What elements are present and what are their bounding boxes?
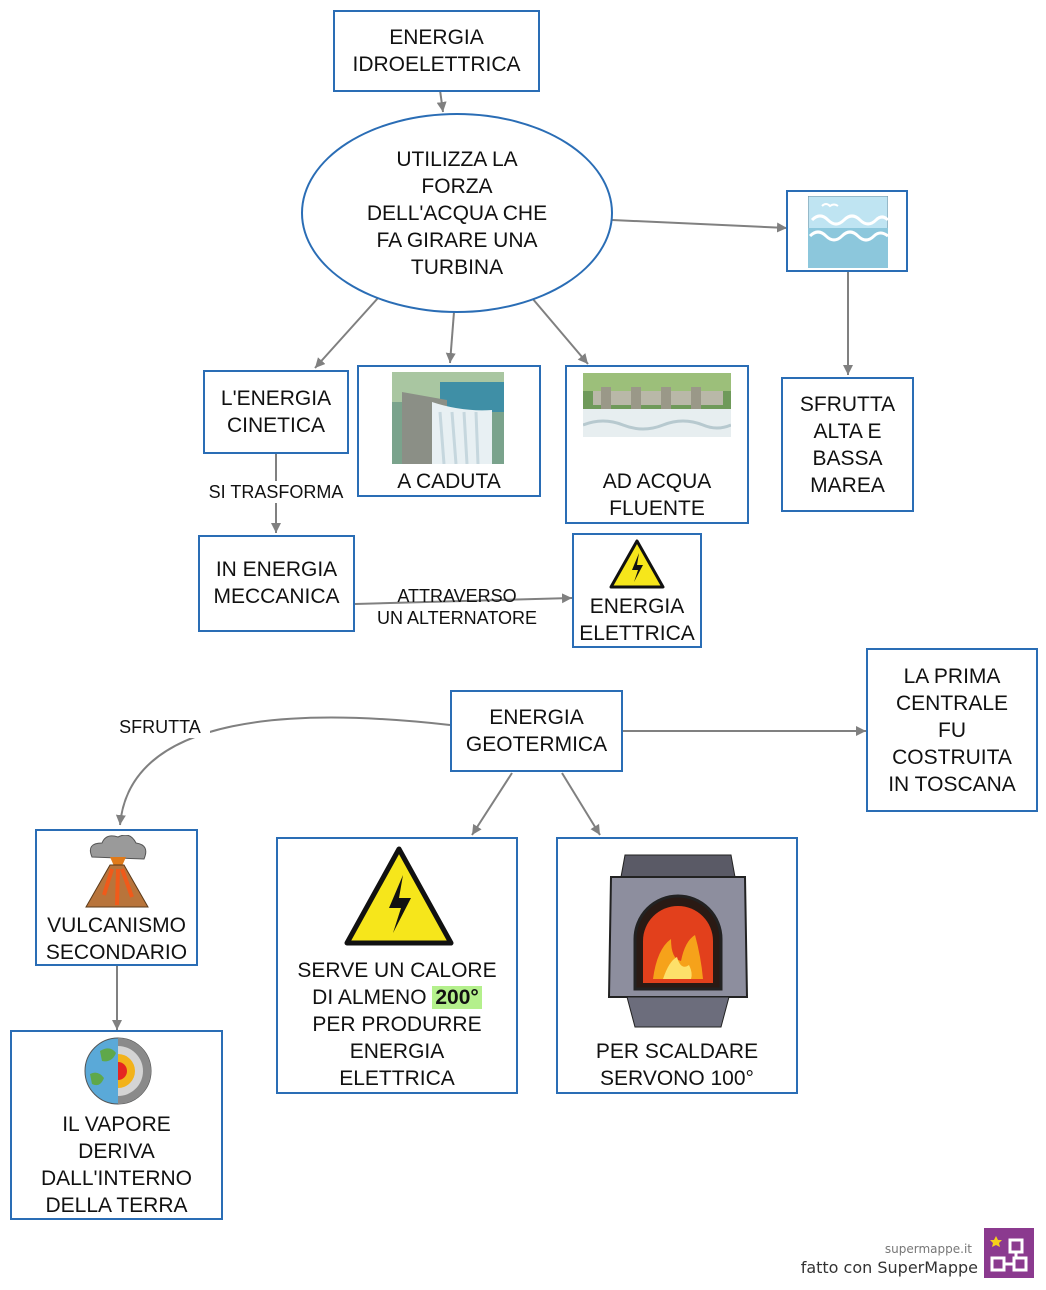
caduta-label: A CADUTA [397, 470, 501, 493]
fluente-label: AD ACQUA FLUENTE [602, 470, 712, 520]
node-sea-image [786, 190, 908, 272]
elettrica-label: ENERGIA ELETTRICA [579, 595, 695, 645]
vapore-label: IL VAPORE DERIVA DALL'INTERNO DELLA TERR… [40, 1113, 193, 1217]
edge-geo-to-heating [561, 772, 601, 836]
calore-text: SERVE UN CALORE DI ALMENO 200° PER PRODU… [274, 957, 520, 1092]
label-si-trasforma: SI TRASFORMA [194, 481, 358, 503]
node-energia-elettrica: ENERGIA ELETTRICA [572, 533, 702, 648]
node-in-energia-meccanica: IN ENERGIA MECCANICA [198, 535, 355, 632]
dam-waterfall-photo [392, 372, 504, 464]
temperature-highlight-200: 200° [432, 986, 482, 1009]
calore-text-pre: SERVE UN CALORE DI ALMENO [297, 959, 497, 1009]
label-sfrutta: SFRUTTA [110, 716, 210, 738]
furnace-icon [607, 854, 749, 1028]
footer-supermappe: supermappe.it fatto con SuperMappe [780, 1228, 1040, 1283]
node-l-energia-cinetica: L'ENERGIA CINETICA [203, 370, 349, 454]
edge-title-to-main [436, 89, 447, 113]
edge-main-to-fluente [531, 297, 589, 365]
high-voltage-warning-icon-large [344, 846, 454, 946]
node-sfrutta-alta-bassa-marea: SFRUTTA ALTA E BASSA MAREA [781, 377, 914, 512]
edge-geo-to-volcanism [115, 716, 451, 826]
edge-mechanical-to-electric [354, 593, 573, 605]
earth-core-icon [84, 1037, 152, 1105]
high-voltage-warning-icon [609, 539, 665, 589]
edge-main-to-caduta [445, 311, 456, 364]
node-vulcanismo-secondario: VULCANISMO SECONDARIO [35, 829, 198, 966]
sea-waves-icon [808, 196, 888, 268]
run-of-river-dam-photo [583, 373, 731, 437]
node-energia-idroelettrica: ENERGIA IDROELETTRICA [333, 10, 540, 92]
edge-main-to-sea [611, 219, 788, 233]
node-utilizza-forza-acqua: UTILIZZA LA FORZA DELL'ACQUA CHE FA GIRA… [301, 113, 613, 313]
scaldare-label: PER SCALDARE SERVONO 100° [595, 1040, 759, 1090]
node-il-vapore-deriva: IL VAPORE DERIVA DALL'INTERNO DELLA TERR… [10, 1030, 223, 1220]
node-a-caduta: A CADUTA [357, 365, 541, 497]
edge-geo-to-heat [471, 772, 513, 836]
node-per-scaldare-100: PER SCALDARE SERVONO 100° [556, 837, 798, 1094]
footer-made-with-text: fatto con SuperMappe [800, 1258, 978, 1277]
node-serve-calore-200: SERVE UN CALORE DI ALMENO 200° PER PRODU… [276, 837, 518, 1094]
label-attraverso-alternatore: ATTRAVERSO UN ALTERNATORE [376, 586, 538, 628]
node-ad-acqua-fluente: AD ACQUA FLUENTE [565, 365, 749, 524]
node-energia-geotermica: ENERGIA GEOTERMICA [450, 690, 623, 772]
vulcanismo-label: VULCANISMO SECONDARIO [45, 914, 188, 964]
calore-text-post: PER PRODURRE ENERGIA ELETTRICA [312, 1013, 482, 1090]
volcano-icon [85, 835, 149, 908]
edge-main-to-kinetic [314, 297, 379, 369]
footer-site-text: supermappe.it [884, 1242, 972, 1256]
node-prima-centrale-toscana: LA PRIMA CENTRALE FU COSTRUITA IN TOSCAN… [866, 648, 1038, 812]
supermappe-logo-icon [984, 1228, 1034, 1278]
